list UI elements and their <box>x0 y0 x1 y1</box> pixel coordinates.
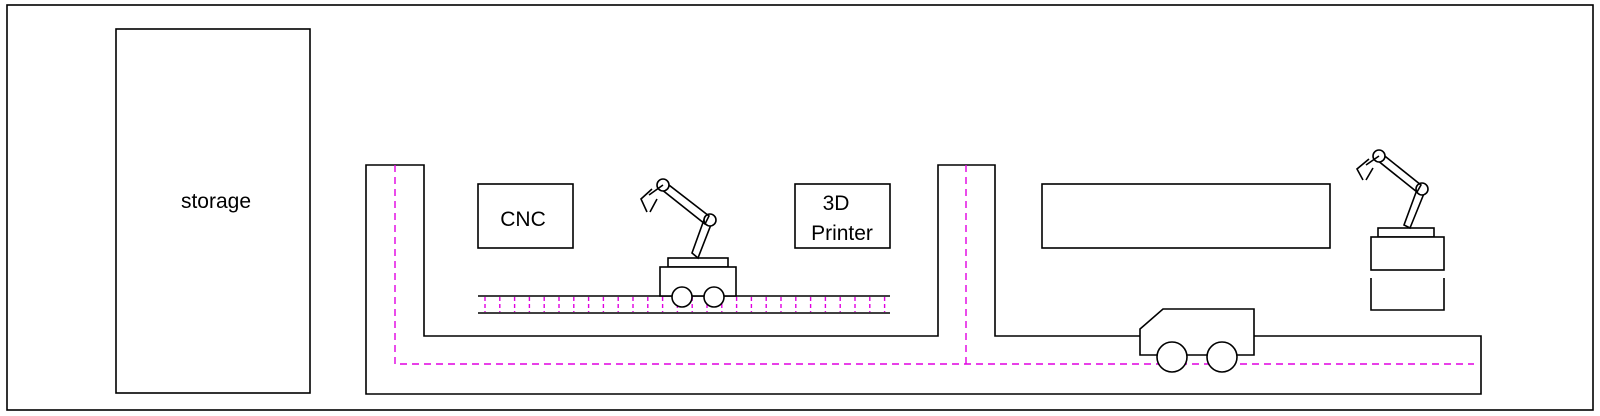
printer-label-line2: Printer <box>811 222 873 245</box>
guide-track-corridor <box>394 165 1474 365</box>
3d-printer: 3D Printer <box>794 183 891 249</box>
storage-area: storage <box>115 28 311 394</box>
corridor-wall <box>365 164 1482 395</box>
storage-label: storage <box>181 190 251 213</box>
gripper-icon <box>640 184 664 213</box>
long-station <box>1041 183 1331 249</box>
gripper-icon <box>1355 155 1380 181</box>
agv-cart <box>1139 308 1255 373</box>
rail-robot-arm <box>640 178 737 308</box>
printer-label-line1: 3D <box>823 192 850 215</box>
cnc-machine: CNC <box>477 183 574 249</box>
cnc-label: CNC <box>500 208 546 231</box>
diagram-frame <box>6 4 1594 411</box>
pedestal-robot-arm <box>1355 149 1445 311</box>
